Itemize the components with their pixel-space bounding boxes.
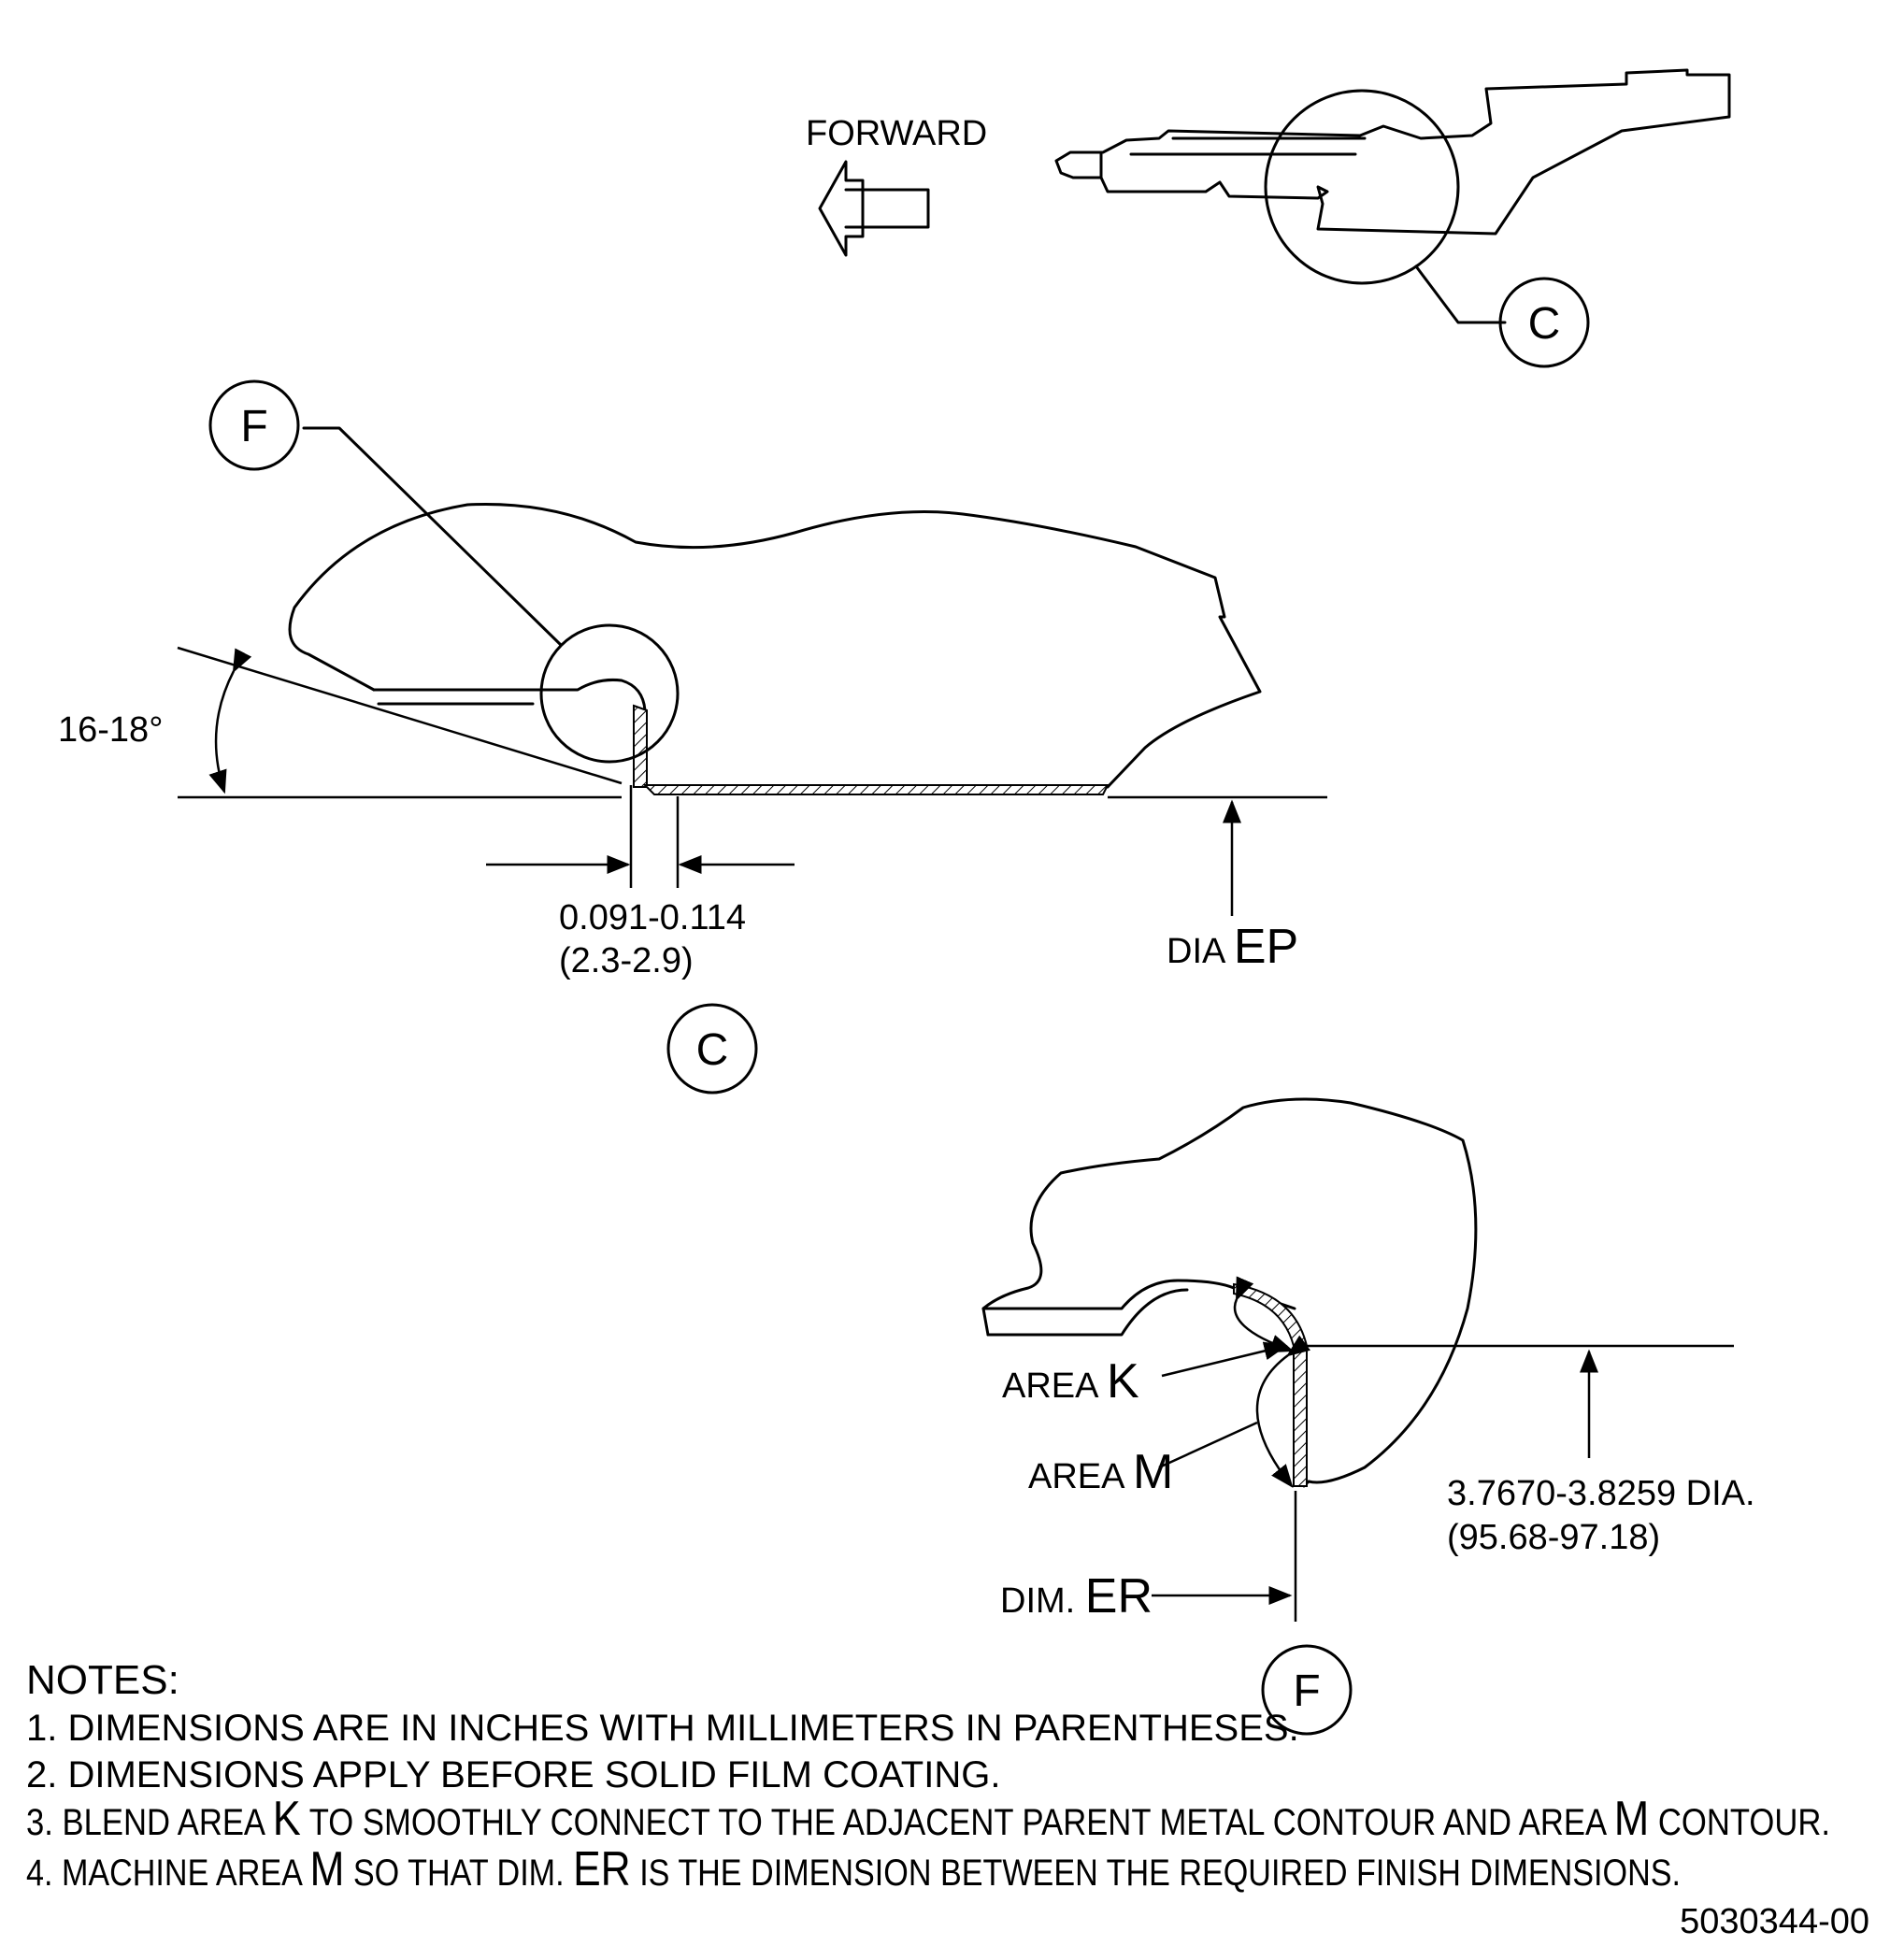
- note-4-part-a: 4. MACHINE AREA: [26, 1853, 309, 1894]
- note-3-part-a: 3. BLEND AREA: [26, 1802, 273, 1843]
- detail-c-leader: [1414, 265, 1507, 324]
- bubble-view-f: [1261, 1644, 1353, 1736]
- dim-mm: (2.3-2.9): [559, 941, 694, 980]
- note-4: 4. MACHINE AREA M SO THAT DIM. ER IS THE…: [26, 1842, 1681, 1896]
- area-k-leader: [1161, 1341, 1288, 1378]
- detail-f-leader: [302, 426, 563, 647]
- view-c-flange: [372, 679, 647, 782]
- note-3: 3. BLEND AREA K TO SMOOTHLY CONNECT TO T…: [26, 1792, 1830, 1846]
- note-4-part-c: IS THE DIMENSION BETWEEN THE REQUIRED FI…: [631, 1853, 1681, 1894]
- dim-inches: 0.091-0.114: [559, 898, 746, 937]
- note-4-m: M: [309, 1842, 344, 1896]
- area-k-letter: K: [1107, 1354, 1139, 1409]
- angle-arc: [208, 648, 252, 794]
- note-3-part-c: CONTOUR.: [1649, 1802, 1830, 1843]
- notes-block: NOTES: 1. DIMENSIONS ARE IN INCHES WITH …: [26, 1657, 1869, 1941]
- note-3-m: M: [1614, 1792, 1650, 1846]
- forward-arrow-body: [844, 188, 930, 229]
- detail-c-circle: [1264, 89, 1460, 285]
- overview-inner-line: [1099, 136, 1367, 179]
- dia-ep-letter: EP: [1234, 920, 1298, 974]
- area-m-letter: M: [1133, 1445, 1173, 1499]
- view-c-coating-vertical: [633, 704, 648, 788]
- angle-slope-line: [177, 646, 623, 785]
- view-f-dia-inches: 3.7670-3.8259 DIA.: [1447, 1474, 1755, 1513]
- dim-er-label: DIM. ER: [1000, 1569, 1153, 1624]
- note-2: 2. DIMENSIONS APPLY BEFORE SOLID FILM CO…: [26, 1754, 1000, 1795]
- bubble-top-c-label: C: [1528, 299, 1561, 349]
- view-c-group: 16-18° F 0.091-0.114 (2.3-2.9) DIA EP C: [58, 379, 1327, 1094]
- area-m-prefix: AREA: [1028, 1457, 1133, 1496]
- area-m-leader: [1158, 1421, 1258, 1469]
- area-m-arc: [1255, 1335, 1311, 1488]
- note-1: 1. DIMENSIONS ARE IN INCHES WITH MILLIME…: [26, 1708, 1299, 1749]
- dim-er-prefix: DIM.: [1000, 1581, 1085, 1621]
- view-f-dia-mm: (95.68-97.18): [1447, 1518, 1660, 1557]
- area-m-label: AREA M: [1028, 1445, 1173, 1499]
- area-k-prefix: AREA: [1002, 1366, 1107, 1406]
- view-f-flange-lower: [986, 1288, 1189, 1337]
- dia-ep-label: DIA EP: [1167, 920, 1298, 974]
- note-3-k: K: [273, 1792, 301, 1846]
- view-f-part-outline: [981, 1097, 1478, 1488]
- bubble-view-c-label: C: [696, 1025, 729, 1075]
- forward-arrow-icon: [818, 160, 865, 257]
- overview-part-outline: [1054, 68, 1731, 236]
- bubble-view-f-label: F: [1293, 1667, 1320, 1716]
- view-c-coating-horizontal: [642, 784, 1110, 795]
- angle-label: 16-18°: [58, 710, 163, 750]
- note-3-part-b: TO SMOOTHLY CONNECT TO THE ADJACENT PARE…: [301, 1802, 1614, 1843]
- note-4-er: ER: [573, 1842, 631, 1896]
- overview-group: FORWARD C: [806, 68, 1731, 368]
- area-k-label: AREA K: [1002, 1354, 1139, 1409]
- note-4-part-b: SO THAT DIM.: [344, 1853, 573, 1894]
- view-f-flange: [981, 1279, 1296, 1310]
- dia-ep-prefix: DIA: [1167, 932, 1234, 971]
- bubble-top-c: [1498, 277, 1590, 368]
- forward-label: FORWARD: [806, 114, 987, 153]
- view-c-part-outline: [288, 503, 1262, 789]
- bubble-view-c: [666, 1003, 758, 1094]
- view-f-group: 3.7670-3.8259 DIA. (95.68-97.18) AREA K …: [981, 1097, 1755, 1736]
- bubble-f-callout: [208, 379, 300, 471]
- dim-er-letter: ER: [1085, 1569, 1153, 1624]
- detail-f-circle: [539, 623, 680, 764]
- bubble-f-callout-label: F: [240, 402, 267, 451]
- notes-title: NOTES:: [26, 1657, 179, 1703]
- figure-id: 5030344-00: [1680, 1902, 1869, 1941]
